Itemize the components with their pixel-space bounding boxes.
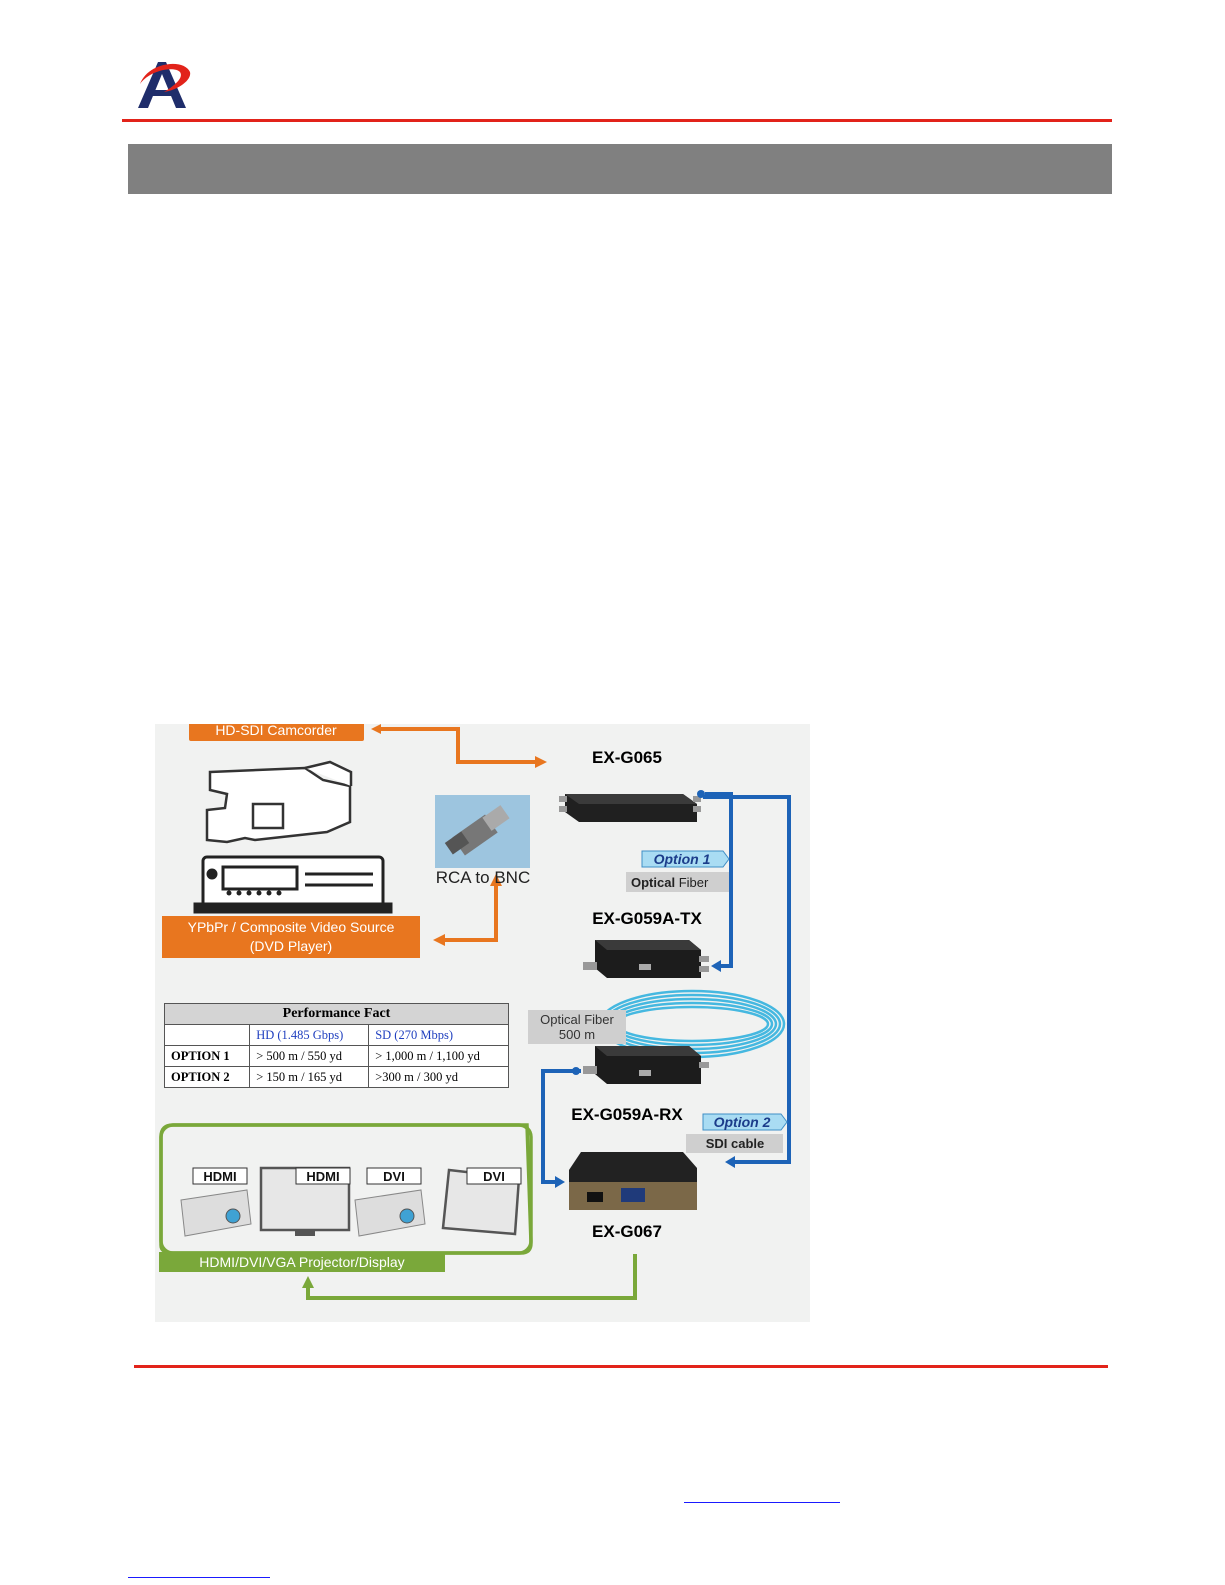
ex-g067-label: EX-G067 <box>592 1222 662 1241</box>
option1-link-lines <box>705 792 733 968</box>
option1-media-rest: Fiber <box>675 875 709 890</box>
ex-g059a-tx-label: EX-G059A-TX <box>592 909 702 928</box>
video-source-tag: YPbPr / Composite Video Source (DVD Play… <box>162 916 420 958</box>
rx-to-g067-link <box>541 1069 581 1184</box>
section-title-bar <box>128 144 1112 194</box>
svg-text:Optical Fiber: Optical Fiber <box>631 875 709 890</box>
video-source-label-1: YPbPr / Composite Video Source <box>188 919 395 935</box>
ex-g059a-rx-device <box>583 1046 709 1084</box>
video-source-label-2: (DVD Player) <box>250 938 332 954</box>
ex-g059a-rx-label: EX-G059A-RX <box>571 1105 683 1124</box>
ex-g067-device <box>569 1152 697 1210</box>
performance-header-blank <box>163 1024 251 1046</box>
option1-label: Option 1 <box>654 851 711 867</box>
performance-table-caption: Performance Fact <box>164 1003 509 1025</box>
footer-rule <box>134 1365 1108 1368</box>
dvd-player-icon <box>193 855 393 914</box>
table-row: OPTION 2 > 150 m / 165 yd >300 m / 300 y… <box>163 1066 509 1088</box>
display-tag-3-label: DVI <box>383 1169 405 1184</box>
row1-option: OPTION 1 <box>163 1045 251 1067</box>
ex-g065-label: EX-G065 <box>592 748 662 767</box>
row2-hd: > 150 m / 165 yd <box>249 1066 370 1088</box>
source-link-arrow <box>443 884 498 942</box>
adapter-label: RCA to BNC <box>436 868 530 887</box>
ex-g065-device <box>559 794 701 822</box>
option1-media-tag: Optical Fiber <box>626 872 729 892</box>
row1-sd: > 1,000 m / 1,100 yd <box>368 1045 509 1067</box>
company-logo <box>138 62 191 108</box>
option2-media-label: SDI cable <box>706 1136 765 1151</box>
row2-option: OPTION 2 <box>163 1066 251 1088</box>
display-tag-3: DVI <box>366 1167 422 1185</box>
fiber-spool-label-2: 500 m <box>559 1027 595 1042</box>
projector-icon-1 <box>180 1189 252 1237</box>
display-group-tag: HDMI/DVI/VGA Projector/Display <box>159 1252 445 1272</box>
display-tag-4: DVI <box>466 1167 522 1185</box>
display-tag-1: HDMI <box>192 1167 248 1185</box>
option2-media-tag: SDI cable <box>686 1134 783 1153</box>
display-group-label: HDMI/DVI/VGA Projector/Display <box>199 1254 404 1270</box>
footer-link-underline-secondary[interactable] <box>128 1577 270 1578</box>
row2-sd: >300 m / 300 yd <box>368 1066 509 1088</box>
performance-table: Performance Fact HD (1.485 Gbps) SD (270… <box>163 1003 509 1088</box>
fiber-spool-label-1: Optical Fiber <box>540 1012 614 1027</box>
display-tag-2: HDMI <box>295 1167 351 1185</box>
footer-link-underline[interactable] <box>684 1502 840 1503</box>
option2-label: Option 2 <box>714 1114 771 1130</box>
ex-g059a-tx-device <box>583 940 709 978</box>
camcorder-icon <box>205 760 353 844</box>
dvd-buttons <box>226 890 282 896</box>
performance-header-hd: HD (1.485 Gbps) <box>249 1024 370 1046</box>
rca-bnc-adapter-image <box>435 795 530 868</box>
option2-link-lines <box>703 795 791 1164</box>
output-link-arrow <box>306 1254 637 1300</box>
display-tag-1-label: HDMI <box>203 1169 236 1184</box>
option2-tag: Option 2 <box>702 1113 788 1131</box>
option1-media-bold: Optical <box>631 875 675 890</box>
table-row: OPTION 1 > 500 m / 550 yd > 1,000 m / 1,… <box>163 1045 509 1067</box>
projector-icon-2 <box>354 1189 426 1237</box>
header-rule <box>122 119 1112 122</box>
display-tag-2-label: HDMI <box>306 1169 339 1184</box>
camcorder-label: HD-SDI Camcorder <box>215 724 337 738</box>
display-tag-4-label: DVI <box>483 1169 505 1184</box>
performance-header-sd: SD (270 Mbps) <box>368 1024 509 1046</box>
camcorder-tag: HD-SDI Camcorder <box>189 724 364 741</box>
option1-tag: Option 1 <box>641 850 730 868</box>
camcorder-link-arrow <box>375 727 535 764</box>
fiber-spool-tag: Optical Fiber 500 m <box>528 1010 626 1044</box>
row1-hd: > 500 m / 550 yd <box>249 1045 370 1067</box>
application-diagram: HD-SDI Camcorder YPbPr / Composite Video… <box>155 724 810 1322</box>
